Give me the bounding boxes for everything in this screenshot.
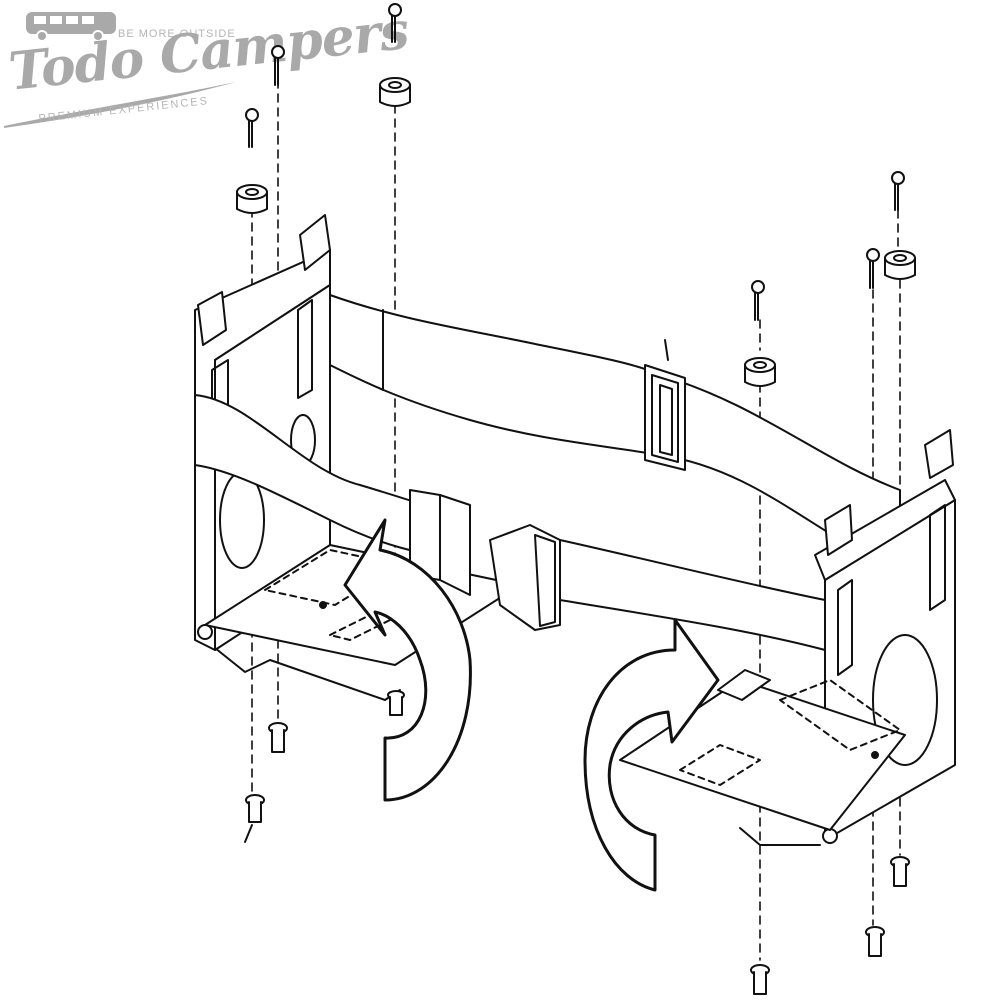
spacer-icon [379,77,411,107]
rotate-arrow-icon [583,618,720,892]
spacer-icon [236,184,268,214]
spacer-icon [744,357,776,387]
rivet-nut-icon [865,926,885,957]
spacer-icon [884,250,916,280]
rivet-nut-icon [750,964,770,995]
rivet-nut-icon [890,856,910,887]
screw-icon [751,280,765,321]
screw-icon [388,3,402,43]
logo-swoosh [4,82,236,128]
screw-icon [245,108,259,148]
rivet-nut-icon [387,690,405,716]
screw-icon [271,45,285,86]
buckle-icon [409,489,561,631]
rivet-nut-icon [244,794,265,843]
van-icon [26,12,116,42]
logo-tagline-top: BE MORE OUTSIDE [118,28,236,40]
rotate-arrow-icon [343,518,472,802]
buckle-icon [644,339,686,471]
brand-logo: BE MORE OUTSIDE Todo Campers PREMIUM EXP… [0,0,411,150]
screw-icon [866,248,880,289]
rivet-nut-icon [268,722,288,753]
screw-icon [891,171,905,211]
